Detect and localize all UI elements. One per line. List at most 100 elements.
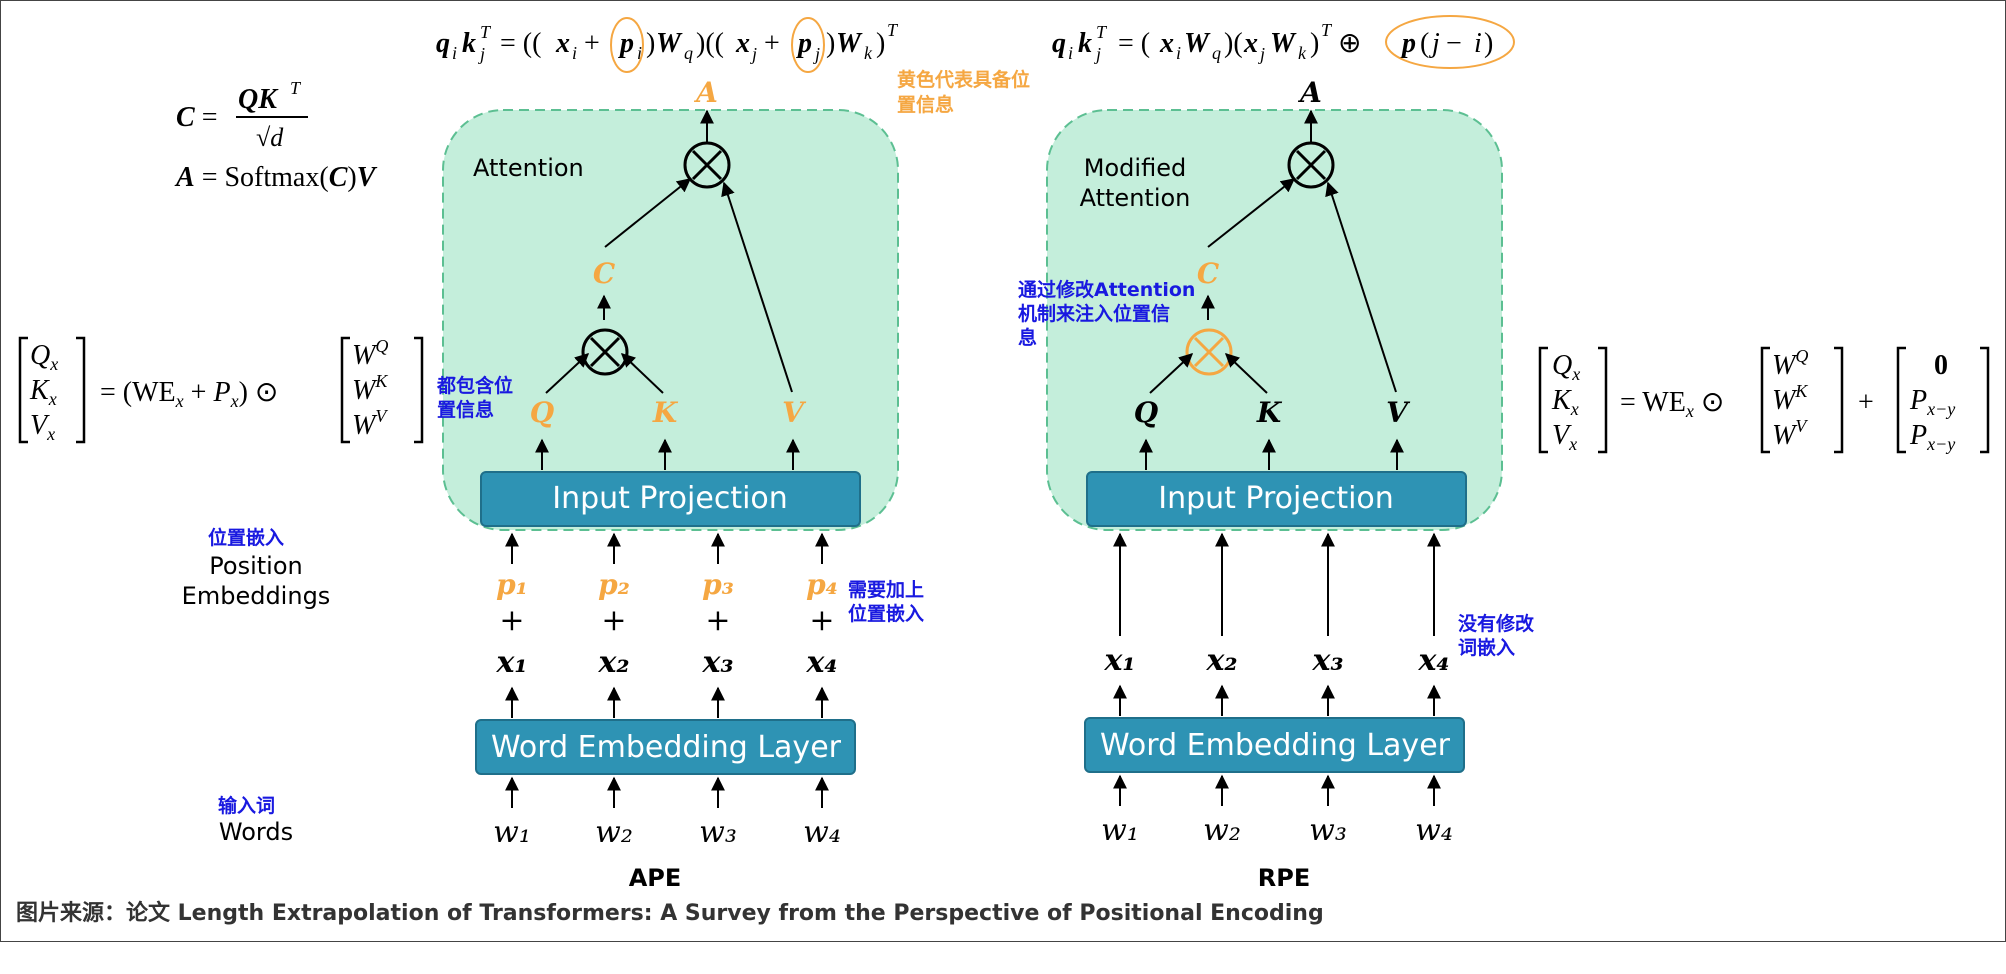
svg-text:i: i [637,43,642,63]
rpe-attention-box [1046,109,1503,531]
svg-text:0: 0 [1934,350,1948,381]
ape-c: C [593,257,616,290]
rpe-word-embedding-label: Word Embedding Layer [1100,728,1451,763]
svg-text:= (: = ( [1118,28,1150,59]
rpe-top-formula: q i k j T = ( x i W q )( x j W k ) T ⊕ p… [1052,20,1493,64]
rpe-c: C [1197,257,1220,290]
ape-w1: w₁ [493,815,531,850]
ape-plus-2: + [601,603,626,638]
pos-embed-cn: 位置嵌入 [208,526,284,549]
svg-text:Vx: Vx [30,410,55,444]
svg-text:T: T [1321,20,1333,40]
rpe-columns: x₁ x₂ x₃ x₄ w₁ w₂ w₃ w₄ [1101,532,1453,848]
ape-label: APE [629,864,682,892]
svg-text:QK: QK [238,84,279,115]
svg-text:Px−y: Px−y [1909,385,1955,419]
svg-text:k: k [1298,43,1307,63]
svg-text:i: i [452,43,457,63]
ape-x2: x₂ [597,645,629,680]
svg-text:T: T [480,22,492,42]
ape-q: Q [530,396,554,429]
figure-caption: 图片来源：论文 Length Extrapolation of Transfor… [16,900,1324,926]
rpe-x1: x₁ [1103,643,1135,678]
svg-text:): ) [826,28,835,59]
svg-text:+: + [1858,387,1874,418]
rpe-v: V [1386,396,1411,429]
ape-p4: p₄ [806,568,838,601]
svg-text:)((: )(( [696,28,724,59]
svg-text:T: T [290,78,302,98]
svg-text:WQ: WQ [1772,346,1808,381]
ape-matrix-formula: Qx Kx Vx = (WEx + Px) ⊙ WQ WK WV [18,336,424,444]
svg-text:√d: √d [256,123,284,152]
rpe-x2: x₂ [1205,643,1237,678]
ape-w2: w₂ [595,815,633,850]
svg-text:C =: C = [176,102,217,133]
svg-text:x: x [1243,28,1258,59]
svg-text:x: x [555,28,570,59]
rpe-matrix-formula: Qx Kx Vx = WEx ⊙ WQ WK WV + 0 Px−y Px−y [1538,346,1990,454]
svg-text:WK: WK [352,371,388,406]
svg-text:Px−y: Px−y [1909,420,1955,454]
svg-text:= ((: = (( [500,28,541,59]
svg-text:j: j [478,44,485,64]
rpe-no-modify-note: 没有修改 [1458,612,1535,635]
svg-text:T: T [887,20,899,40]
ape-x3: x₃ [701,645,733,680]
svg-text:k: k [1078,28,1092,59]
rpe-modify-attention-note: 通过修改Attention [1018,278,1195,301]
svg-text:): ) [1310,28,1319,59]
ape-v: V [782,396,807,429]
svg-text:= WEx ⊙: = WEx ⊙ [1620,387,1724,421]
svg-text:+: + [584,28,600,59]
svg-text:k: k [462,28,476,59]
svg-text:p: p [796,28,812,59]
rpe-w4: w₄ [1415,813,1453,848]
rpe-no-modify-note-2: 词嵌入 [1458,636,1515,659]
yellow-meaning-note-2: 置信息 [897,93,954,116]
rpe-q: Q [1134,396,1158,429]
ape-plus-3: + [705,603,730,638]
ape-input-projection [480,471,861,527]
rpe-x3: x₃ [1311,643,1343,678]
svg-text:+: + [764,28,780,59]
svg-text:WQ: WQ [352,336,388,371]
rpe-multiply-top [1287,141,1335,189]
svg-text:WK: WK [1772,381,1808,416]
ape-plus-4: + [809,603,834,638]
ape-p2: p₂ [598,568,630,601]
ape-x4: x₄ [805,645,837,680]
ape-all-position-note-2: 置信息 [437,398,494,421]
svg-text:= (WEx + Px) ⊙: = (WEx + Px) ⊙ [100,377,278,411]
svg-text:Kx: Kx [29,375,57,409]
ape-top-formula: q i k j T = (( x i + p i ) W q )(( x j +… [436,20,899,64]
svg-text:x: x [735,28,750,59]
rpe-input-projection [1086,471,1467,527]
svg-text:i: i [1068,43,1073,63]
ape-input-projection-label: Input Projection [552,481,788,516]
rpe-w1: w₁ [1101,813,1139,848]
ape-pj-highlight [791,17,825,73]
svg-text:q: q [1212,43,1221,63]
svg-text:i: i [1474,28,1482,59]
rpe-modify-attention-note-3: 息 [1018,326,1037,349]
svg-text:WV: WV [1772,416,1808,451]
svg-text:q: q [1052,28,1066,59]
ape-p3: p₃ [702,568,734,601]
pos-embed-en-2: Embeddings [182,582,331,610]
ape-word-embedding-layer [475,719,856,775]
ape-attention-box [442,109,899,531]
svg-text:p: p [618,28,634,59]
rpe-attention-label-1: Modified [1084,154,1186,182]
ape-k: K [652,396,679,429]
ape-output-a: A [693,76,718,109]
svg-text:Qx: Qx [1552,350,1580,384]
svg-text:j: j [813,44,820,64]
svg-text:W: W [1270,28,1297,59]
rpe-output-a: A [1297,76,1322,109]
svg-text:j: j [1429,28,1440,59]
svg-text:−: − [1446,28,1462,59]
ape-add-position-note-2: 位置嵌入 [848,602,924,625]
svg-text:p: p [1400,28,1416,59]
rpe-pji-highlight [1385,15,1515,69]
